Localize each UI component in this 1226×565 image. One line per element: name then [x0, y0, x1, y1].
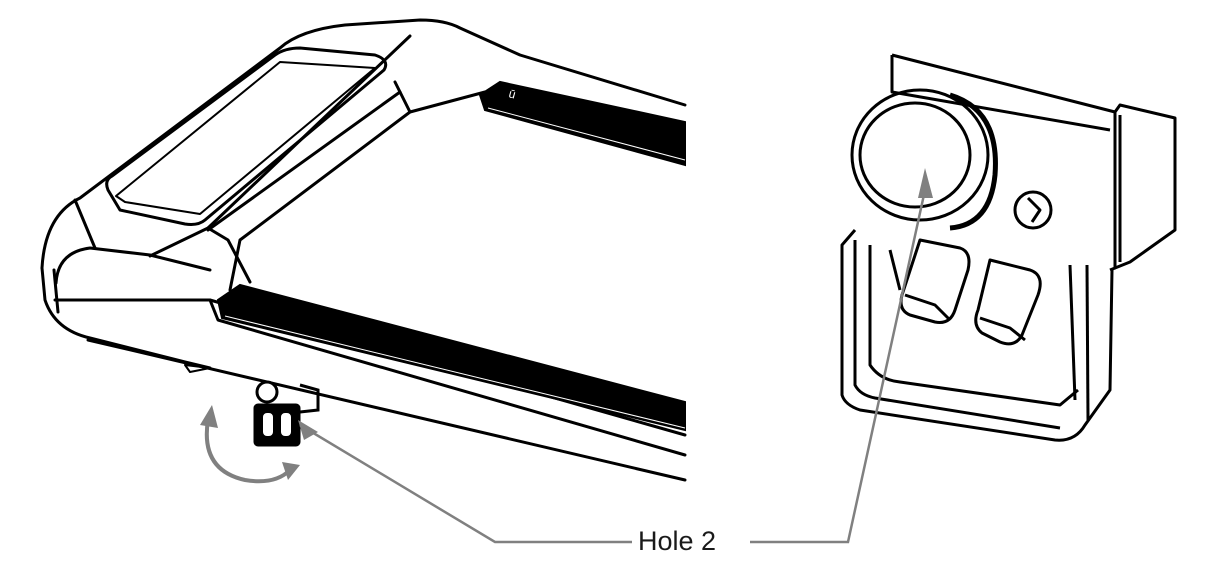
arrowhead-icon	[918, 168, 933, 198]
small-bracket	[253, 380, 320, 447]
svg-text:ū: ū	[507, 86, 517, 101]
hole-2-callout-label: Hole 2	[638, 526, 717, 556]
leader-lines	[299, 189, 927, 544]
bracket-detail	[840, 53, 1177, 442]
arrowhead-icon	[298, 420, 318, 440]
rotate-arrow-icon	[204, 418, 292, 484]
